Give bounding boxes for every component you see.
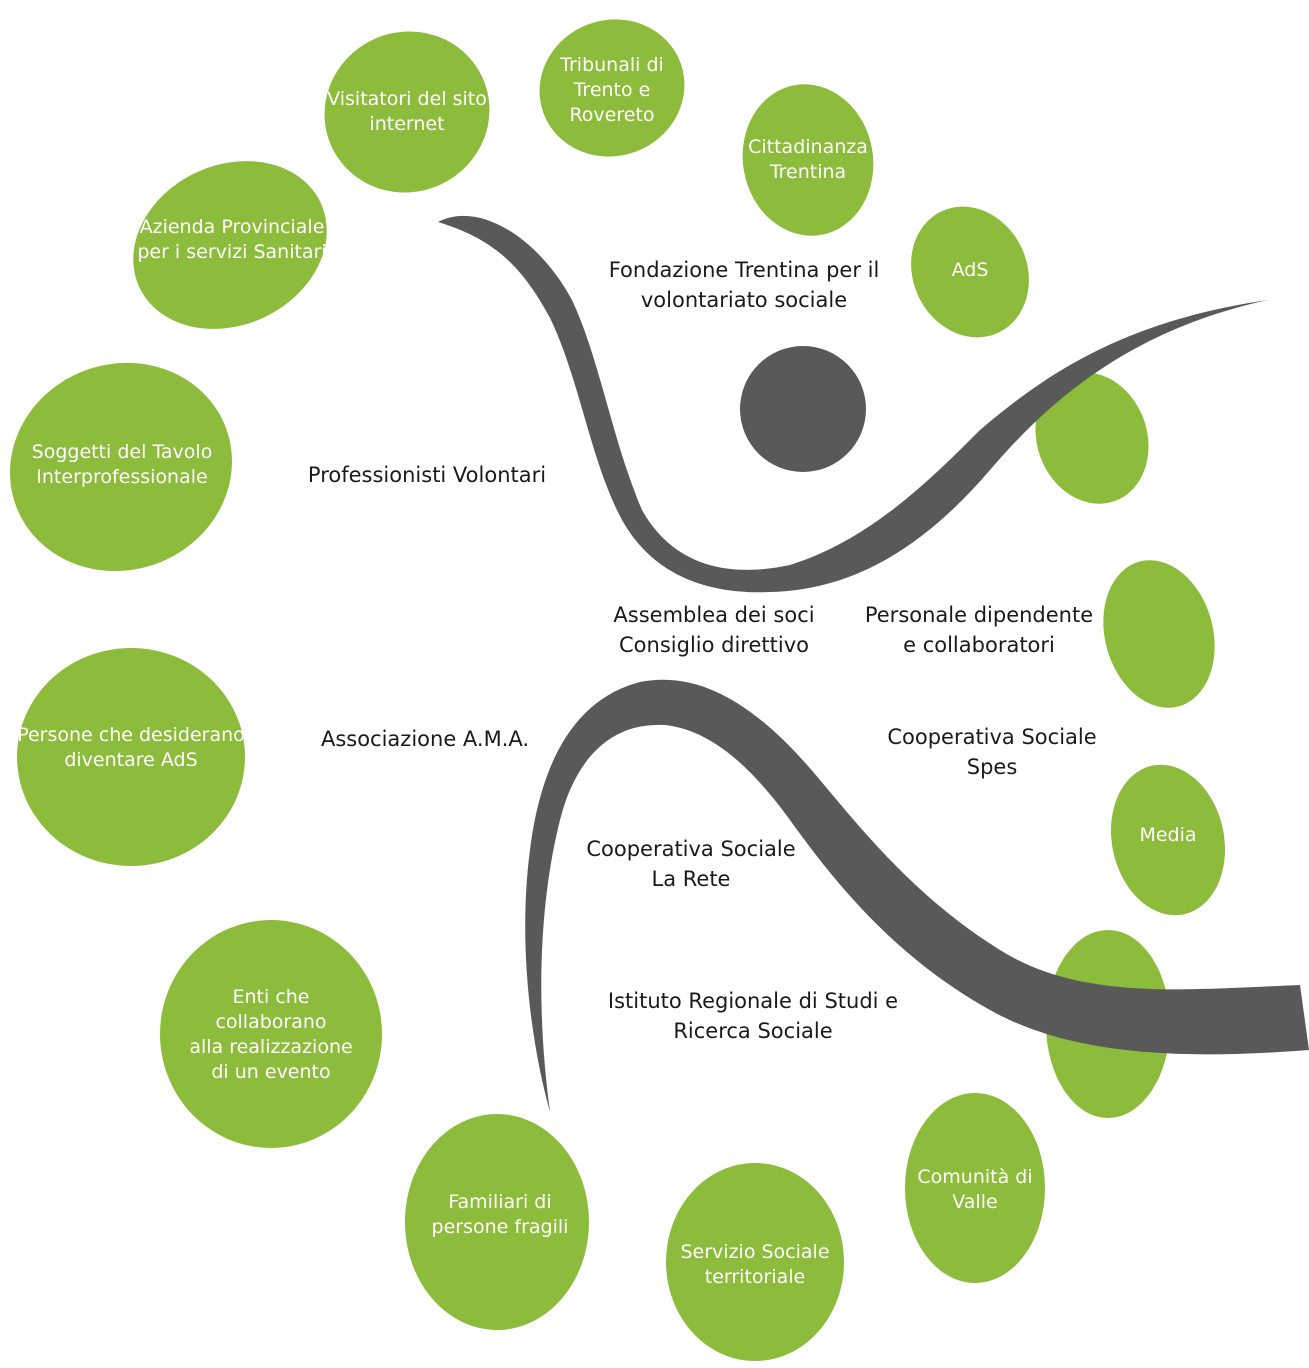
- stakeholder-media: Media: [1126, 815, 1210, 855]
- bubble-visitatori: [324, 31, 490, 193]
- bubble-enti: [160, 920, 382, 1148]
- internal-spes: Cooperativa Sociale Spes: [887, 725, 1097, 779]
- stakeholder-label-cittadinanza: Cittadinanza Trentina: [748, 136, 868, 183]
- stakeholder-soggetti: Soggetti del Tavolo Interprofessionale: [12, 425, 232, 505]
- stakeholder-cittadinanza: Cittadinanza Trentina: [743, 120, 873, 200]
- stakeholder-comunita: Comunità di Valle: [910, 1155, 1040, 1225]
- stakeholder-label-ads: AdS: [951, 258, 989, 281]
- bubble-soggetti: [10, 362, 232, 572]
- stakeholder-azienda: Azienda Provinciale per i servizi Sanita…: [132, 200, 332, 280]
- bubble-persone: [17, 648, 245, 866]
- stakeholder-ads: AdS: [930, 250, 1010, 290]
- bubble-comunita: [905, 1093, 1045, 1283]
- bubble-blank-right-upper: [1035, 372, 1149, 504]
- stakeholder-label-familiari: Familiari di persone fragili: [431, 1191, 569, 1238]
- internal-istituto: Istituto Regionale di Studi e Ricerca So…: [607, 989, 899, 1043]
- stakeholder-familiari: Familiari di persone fragili: [417, 1180, 583, 1250]
- stakeholder-persone: Persone che desiderano diventare AdS: [14, 708, 248, 788]
- bubble-cittadinanza: [742, 84, 874, 236]
- internal-fondazione: Fondazione Trentina per il volontariato …: [608, 258, 880, 312]
- internal-ama: Associazione A.M.A.: [320, 727, 530, 751]
- stakeholder-label-visitatori: Visitatori del sito internet: [327, 88, 487, 135]
- stakeholder-label-comunita: Comunità di Valle: [917, 1166, 1033, 1213]
- stakeholder-enti: Enti che collaborano alla realizzazione …: [171, 980, 371, 1090]
- figure-lower-swoosh: [525, 679, 1309, 1112]
- stakeholder-servizio: Servizio Sociale territoriale: [670, 1230, 840, 1300]
- internal-personale: Personale dipendente e collaboratori: [864, 603, 1094, 657]
- internal-rete: Cooperativa Sociale La Rete: [586, 837, 796, 891]
- stakeholder-label-enti: Enti che collaborano alla realizzazione …: [189, 986, 353, 1083]
- figure-upper-swoosh: [438, 215, 1268, 593]
- bubble-blank-right-middle: [1103, 560, 1215, 708]
- stakeholder-label-azienda: Azienda Provinciale per i servizi Sanita…: [137, 216, 327, 263]
- bubble-azienda: [133, 161, 327, 329]
- bubble-tribunali: [539, 19, 685, 157]
- internal-assemblea: Assemblea dei soci Consiglio direttivo: [613, 603, 815, 657]
- stakeholder-tribunali: Tribunali di Trento e Rovereto: [552, 40, 672, 140]
- stakeholder-label-media: Media: [1139, 823, 1197, 846]
- internal-professionisti: Professionisti Volontari: [307, 463, 547, 487]
- bubble-familiari: [405, 1114, 589, 1330]
- figure-head: [740, 346, 866, 472]
- bubble-media: [1110, 764, 1226, 916]
- stakeholder-visitatori: Visitatori del sito internet: [327, 62, 487, 162]
- bubble-servizio: [666, 1163, 844, 1361]
- stakeholder-label-servizio: Servizio Sociale territoriale: [680, 1241, 830, 1288]
- stakeholder-label-tribunali: Tribunali di Trento e Rovereto: [560, 53, 664, 126]
- stakeholder-label-persone: Persone che desiderano diventare AdS: [17, 724, 245, 771]
- stakeholder-label-soggetti: Soggetti del Tavolo Interprofessionale: [31, 441, 213, 488]
- bubble-ads: [911, 206, 1029, 338]
